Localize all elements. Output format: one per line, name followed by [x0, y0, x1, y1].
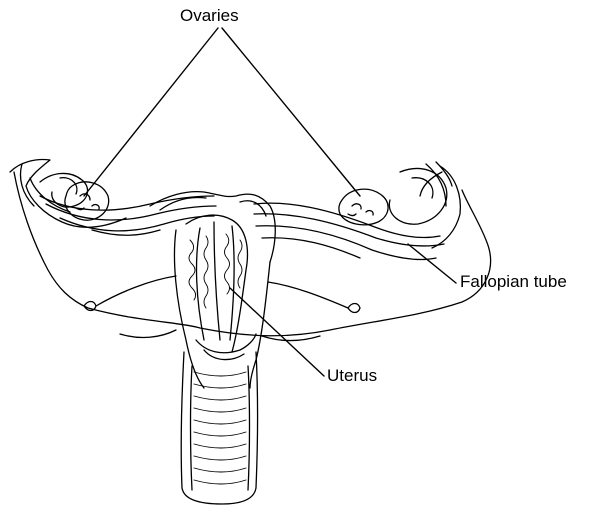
left-ligament-node: [84, 276, 176, 311]
left-fallopian-tube: [40, 196, 216, 235]
left-tube-loops: [40, 173, 88, 207]
left-fimbriae: [10, 160, 126, 228]
cervix: [196, 334, 256, 360]
ovaries-leader-right: [222, 28, 360, 196]
right-fimbriae: [420, 162, 460, 248]
right-fallopian-tube: [254, 203, 444, 259]
right-ligament-node: [268, 282, 360, 313]
uterus-label: Uterus: [327, 366, 377, 386]
right-ovary: [339, 189, 388, 225]
fallopian-tube-label: Fallopian tube: [460, 272, 567, 292]
uterus-body: [174, 230, 270, 388]
ovaries-leader-left: [84, 28, 218, 196]
vaginal-rugae: [194, 372, 246, 484]
ovaries-label: Ovaries: [180, 6, 239, 26]
uterus-leader: [230, 288, 324, 376]
uterus-fundus: [150, 192, 275, 262]
vaginal-canal: [181, 352, 257, 504]
fallopian-tube-leader: [408, 244, 456, 283]
